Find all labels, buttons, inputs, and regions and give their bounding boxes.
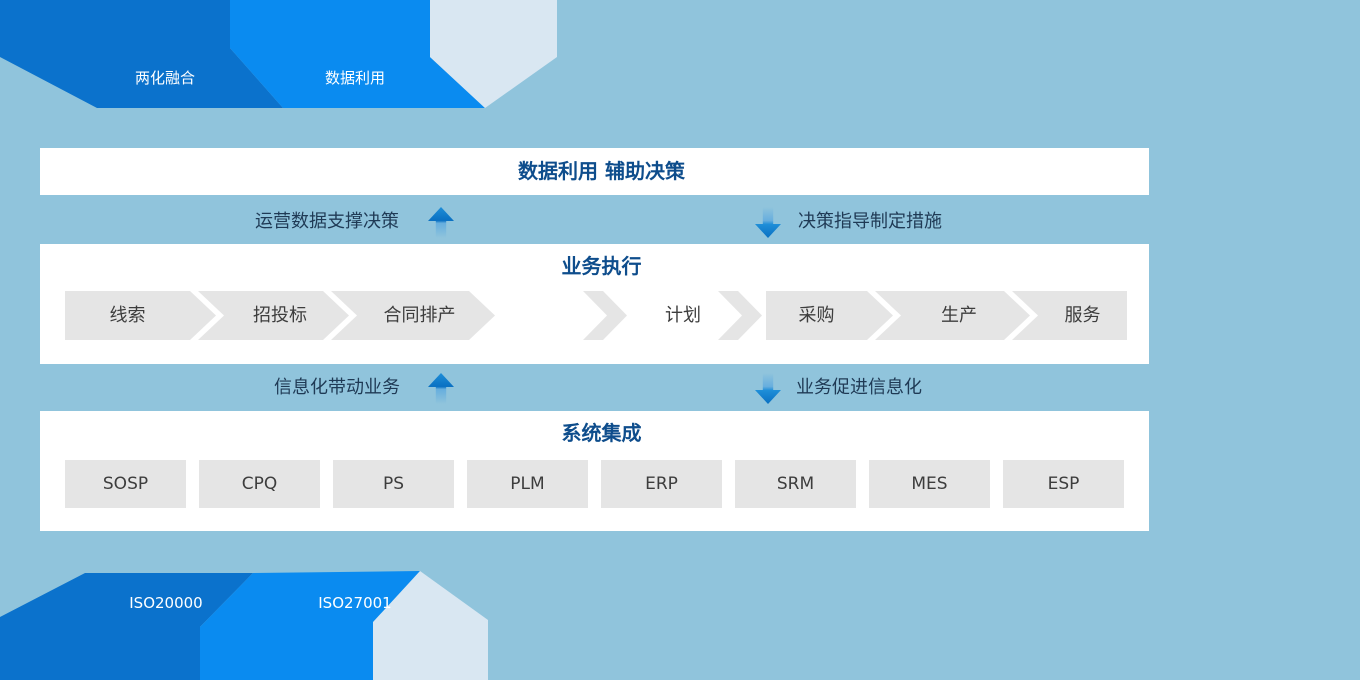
tab-shape-blank-bottom — [373, 571, 488, 680]
system-box-cpq: CPQ — [199, 460, 320, 508]
decision-band-title: 数据利用 辅助决策 — [518, 159, 685, 183]
tab-shape-lianghua[interactable] — [0, 0, 283, 108]
tab-iso20000[interactable]: ISO20000 — [129, 594, 203, 612]
system-box-plm: PLM — [467, 460, 588, 508]
tab-shuju-liyong[interactable]: 数据利用 — [324, 69, 385, 87]
integration-band-title: 系统集成 — [561, 421, 642, 445]
process-step-production: 生产 — [875, 291, 1030, 340]
link-label-decision-guides: 决策指导制定措施 — [798, 211, 942, 232]
tab-shape-iso20000[interactable] — [0, 573, 253, 680]
tab-lianghua-ronghe[interactable]: 两化融合 — [134, 69, 195, 87]
link-label-operational-data: 运营数据支撑决策 — [255, 211, 399, 232]
link-label-business-promotes-it: 业务促进信息化 — [796, 377, 922, 398]
bottom-tabs-decoration — [0, 571, 488, 680]
up-arrow-icon — [428, 207, 454, 238]
tab-shape-shujuliyong[interactable] — [230, 0, 485, 108]
system-box-mes: MES — [869, 460, 990, 508]
process-step-procurement: 采购 — [766, 291, 893, 340]
system-box-erp: ERP — [601, 460, 722, 508]
system-box-ps: PS — [333, 460, 454, 508]
system-box-sosp: SOSP — [65, 460, 186, 508]
execution-band-title: 业务执行 — [561, 254, 642, 278]
chevron-separator-icon — [583, 291, 627, 340]
top-tabs-decoration — [0, 0, 557, 108]
system-box-esp: ESP — [1003, 460, 1124, 508]
process-step-leads: 线索 — [65, 291, 216, 340]
process-step-planning: 计划 — [665, 305, 701, 326]
process-step-bidding: 招投标 — [198, 291, 349, 340]
system-box-srm: SRM — [735, 460, 856, 508]
decision-band: 数据利用 辅助决策 — [40, 148, 1149, 195]
execution-band: 业务执行 线索 招投标 合同排产 计划 采购 生产 服务 — [40, 244, 1149, 364]
link-label-it-drives-business: 信息化带动业务 — [274, 377, 400, 398]
integration-band: 系统集成 SOSP CPQ PS PLM ERP SRM MES ESP — [40, 411, 1149, 531]
process-step-contract-scheduling: 合同排产 — [331, 291, 495, 340]
tab-shape-blank — [430, 0, 557, 108]
tab-iso27001[interactable]: ISO27001 — [318, 594, 392, 612]
chevron-separator-icon — [718, 291, 762, 340]
tab-shape-iso27001[interactable] — [200, 571, 420, 680]
